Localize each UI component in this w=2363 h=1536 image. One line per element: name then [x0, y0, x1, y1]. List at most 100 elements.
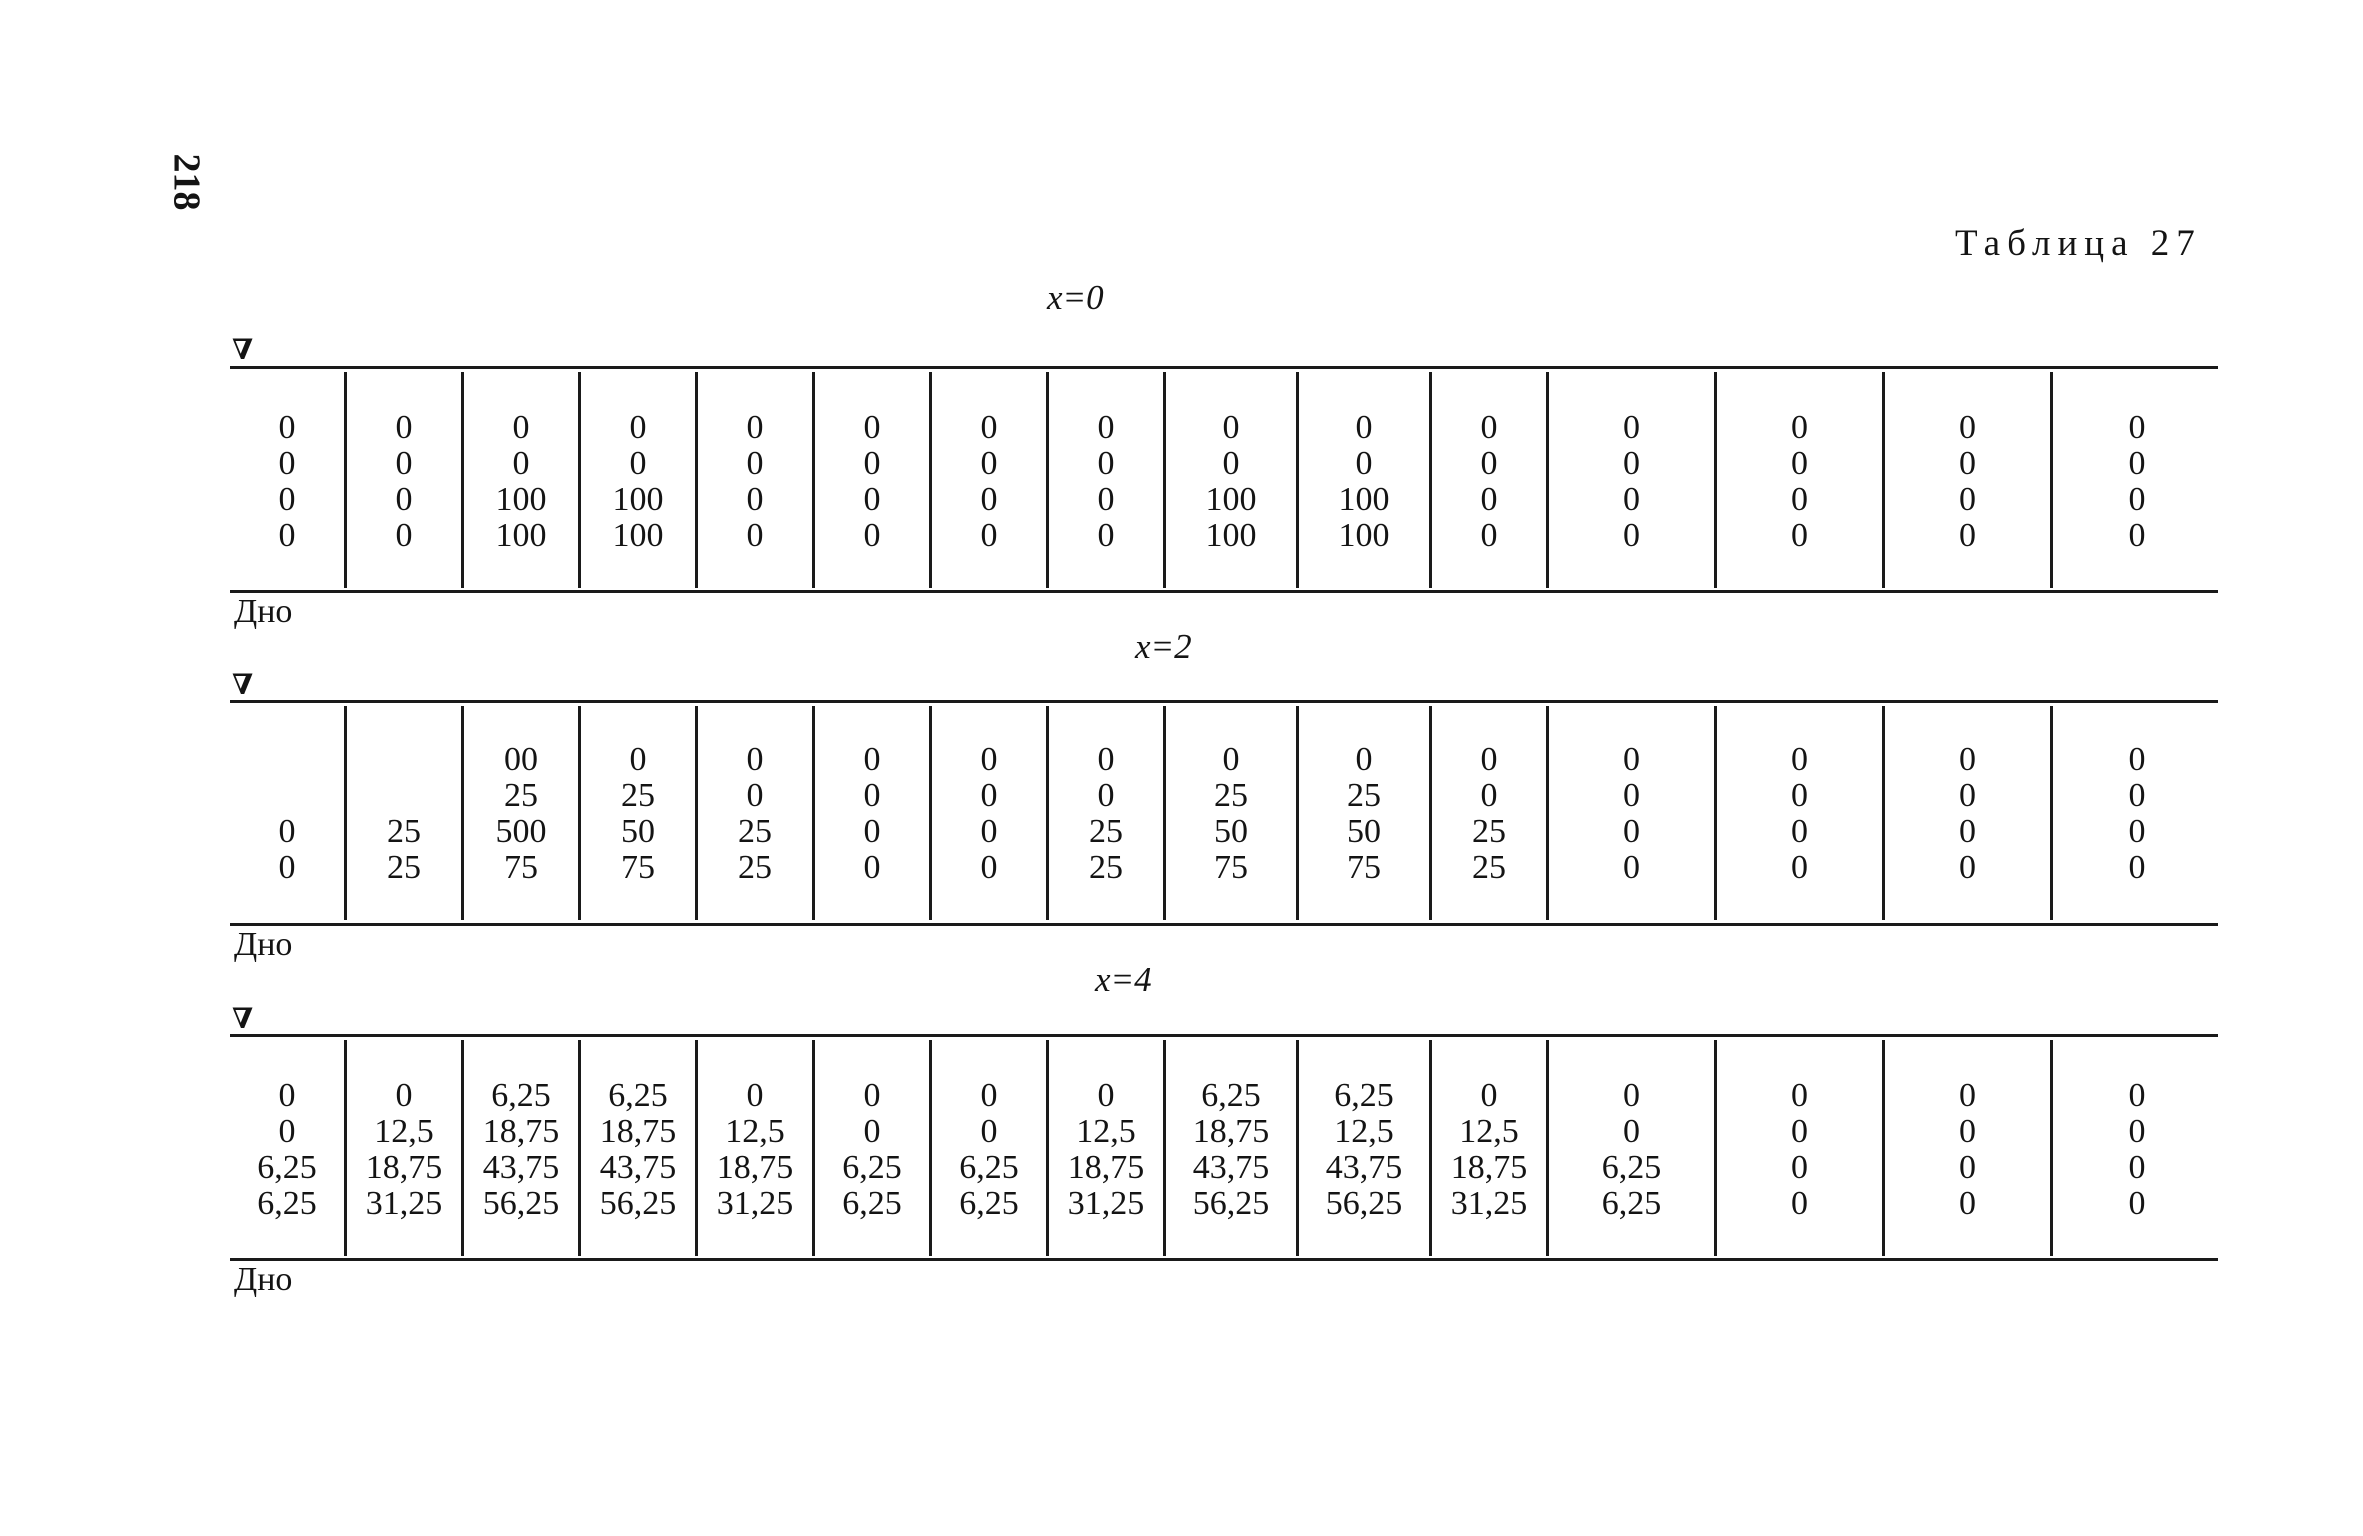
water-surface-symbol: ∇ [232, 670, 254, 701]
table-cell: 0 [629, 445, 647, 482]
table-top-rule [230, 1034, 2218, 1037]
table-cell: 12,5 [1334, 1113, 1394, 1150]
table-cell: 0 [863, 481, 881, 518]
table-cell: 0 [980, 481, 998, 518]
table-cell: 100 [612, 481, 664, 518]
table-cell: 500 [495, 813, 547, 850]
table-cell: 0 [1222, 445, 1240, 482]
table-cell: 25 [504, 777, 538, 814]
table-cell: 0 [1097, 481, 1115, 518]
table-cell: 31,25 [1450, 1185, 1528, 1222]
table-cell: 0 [1097, 517, 1115, 554]
table-cell: 6,25 [1201, 1077, 1261, 1114]
table-cell: 0 [2128, 409, 2146, 446]
table-cell: 0 [863, 849, 881, 886]
section-heading-x0: x=0 [1047, 278, 1104, 317]
table-cell: 0 [1480, 1077, 1498, 1114]
table-cell: 0 [980, 1077, 998, 1114]
table-cell: 0 [2128, 777, 2146, 814]
table-cell: 0 [1959, 1113, 1976, 1150]
page-number: 218 [165, 153, 208, 211]
table-cell: 18,75 [1192, 1113, 1270, 1150]
table-cell: 25 [1214, 777, 1248, 814]
table-cell: 0 [2128, 481, 2146, 518]
table-cell: 31,25 [365, 1185, 443, 1222]
table-cell: 6,25 [257, 1185, 317, 1222]
table-cell: 43,75 [599, 1149, 677, 1186]
table-cell: 0 [395, 481, 413, 518]
table-cell: 0 [1097, 1077, 1115, 1114]
table-cell: 0 [1959, 517, 1976, 554]
table-cell: 75 [504, 849, 538, 886]
table-cell: 0 [1959, 849, 1976, 886]
table-cell: 0 [746, 445, 764, 482]
table-cell: 0 [278, 1077, 296, 1114]
table-cell: 6,25 [959, 1149, 1019, 1186]
table-cell: 0 [1791, 1113, 1808, 1150]
table-cell: 0 [1480, 741, 1498, 778]
table-cell: 25 [738, 813, 772, 850]
table-cell: 100 [1205, 517, 1257, 554]
table-cell: 0 [1959, 813, 1976, 850]
table-cell: 100 [1205, 481, 1257, 518]
table-cell: 75 [621, 849, 655, 886]
table-cell: 0 [1623, 445, 1640, 482]
table-cell: 0 [1791, 1077, 1808, 1114]
table-cell: 0 [278, 445, 296, 482]
table-cell: 0 [863, 517, 881, 554]
table-cell: 0 [1623, 1113, 1640, 1150]
water-surface-symbol: ∇ [232, 1004, 254, 1035]
table-cell: 0 [1791, 849, 1808, 886]
table-cell: 100 [495, 517, 547, 554]
table-cell: 0 [1222, 409, 1240, 446]
table-cell: 0 [1355, 409, 1373, 446]
table-cell: 0 [863, 777, 881, 814]
table-cell: 56,25 [599, 1185, 677, 1222]
table-cell: 31,25 [1067, 1185, 1145, 1222]
table-cell: 0 [512, 445, 530, 482]
table-cell: 18,75 [365, 1149, 443, 1186]
table-cell: 6,25 [842, 1149, 902, 1186]
table-cell: 43,75 [1325, 1149, 1403, 1186]
table-cell: 0 [980, 813, 998, 850]
table-cell: 25 [738, 849, 772, 886]
table-cell: 0 [278, 481, 296, 518]
table-cell: 43,75 [1192, 1149, 1270, 1186]
table-cell: 12,5 [1076, 1113, 1136, 1150]
table-bottom-rule [230, 590, 2218, 593]
table-cell: 56,25 [1325, 1185, 1403, 1222]
table-cell: 6,25 [1601, 1149, 1662, 1186]
table-cell: 0 [395, 409, 413, 446]
table-cell: 0 [1480, 777, 1498, 814]
table-cell: 0 [1480, 409, 1498, 446]
table-cell: 0 [1097, 741, 1115, 778]
table-cell: 75 [1347, 849, 1381, 886]
table-cell: 0 [278, 409, 296, 446]
table-cell: 0 [1791, 517, 1808, 554]
table-cell: 25 [1347, 777, 1381, 814]
table-cell: 0 [629, 409, 647, 446]
table-cell: 0 [746, 777, 764, 814]
table-cell: 56,25 [1192, 1185, 1270, 1222]
table-cell: 0 [863, 409, 881, 446]
table-cell: 12,5 [374, 1113, 434, 1150]
